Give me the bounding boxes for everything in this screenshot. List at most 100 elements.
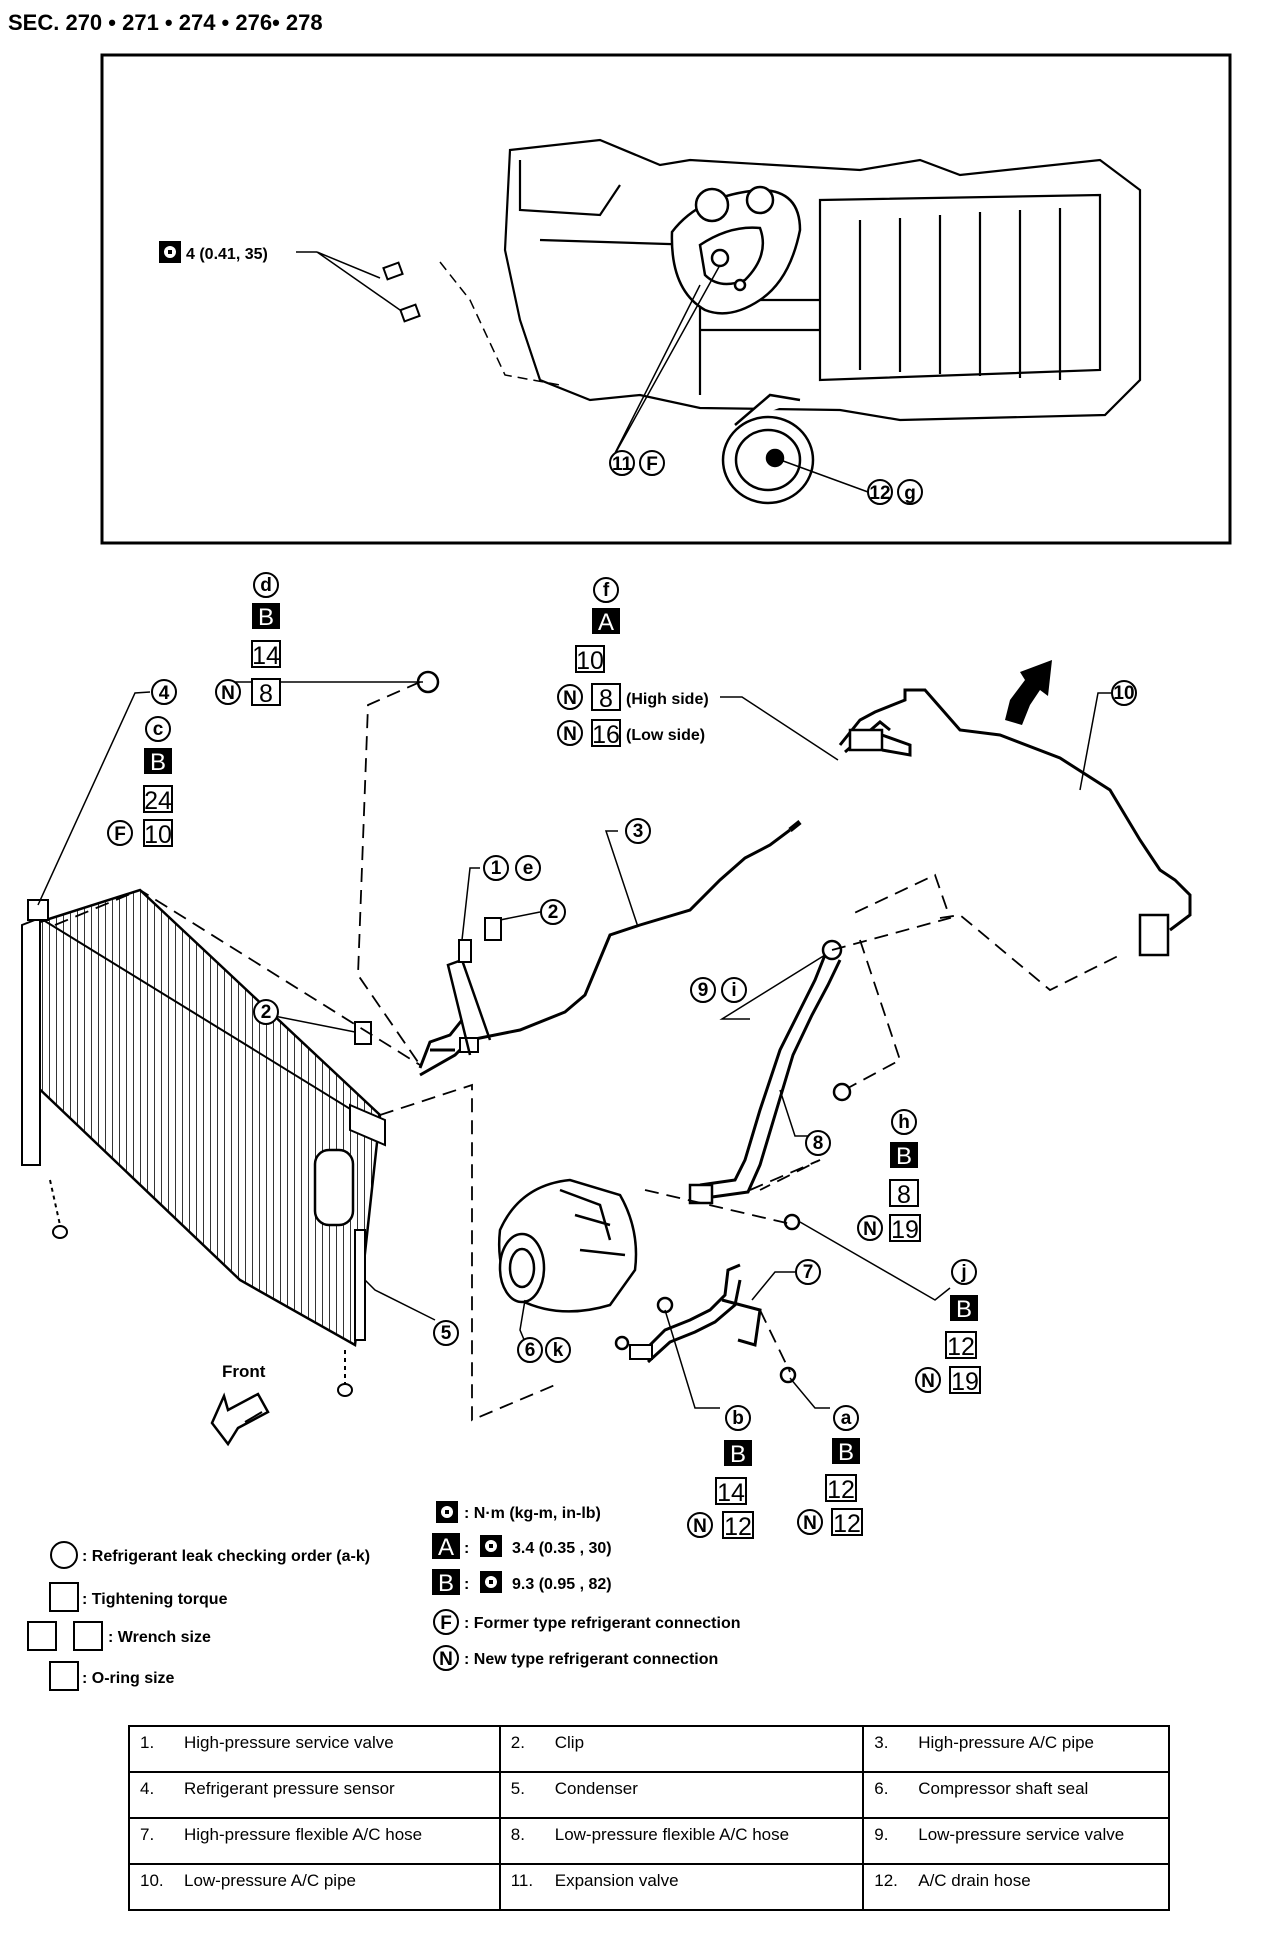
h-oring-type: N [863, 1219, 877, 1240]
evaporator-bolts [382, 261, 421, 323]
callout-f-group: f A 10 N 8 (High side) N 16 (Low side) [557, 577, 709, 749]
part-number: 9. [874, 1825, 889, 1844]
wrench-torque-icon [159, 241, 181, 263]
a-oring-type: N [803, 1513, 817, 1534]
letter-d: d [260, 575, 272, 596]
up-arrow-icon [1005, 660, 1052, 725]
legend-torque-icon [436, 1501, 458, 1523]
part-label: Low-pressure service valve [918, 1825, 1125, 1844]
part-number: 12. [874, 1871, 898, 1890]
f-high-type: N [563, 688, 577, 709]
part-number: 2. [510, 1733, 525, 1752]
svg-text::: : [464, 1540, 469, 1557]
part-number: 11. [510, 1871, 534, 1890]
hp-service-valve [458, 939, 472, 963]
legend-leak-order: : Refrigerant leak checking order (a-k) [82, 1548, 370, 1565]
pressure-sensor [27, 899, 49, 921]
part-label: Refrigerant pressure sensor [184, 1779, 395, 1798]
callout-h-group: h B 8 N 19 [857, 1109, 921, 1244]
part-number: 7. [140, 1825, 155, 1844]
low-pressure-flexible-hose [688, 939, 843, 1205]
h-oring: 19 [891, 1216, 919, 1244]
a-wrench: 12 [827, 1476, 855, 1504]
callout-b-group: b B 14 N 12 [687, 1405, 754, 1541]
condenser [21, 888, 386, 1397]
clip-2a [354, 1021, 372, 1045]
legend-b-torque-icon [480, 1571, 502, 1593]
legend-tightening: : Tightening torque [82, 1591, 228, 1608]
front-label: Front [222, 1362, 266, 1381]
part-number: 6. [874, 1779, 889, 1798]
d-oring: 8 [259, 680, 273, 708]
letter-j: j [960, 1262, 966, 1283]
callout-11: 11 [612, 454, 633, 475]
b-tool: B [730, 1441, 746, 1468]
h-tool: B [896, 1143, 912, 1170]
drain-hose [721, 393, 815, 505]
part-cell: 10.Low-pressure A/C pipe [128, 1863, 501, 1911]
part-label: Condenser [554, 1779, 638, 1798]
bolt-a [779, 1366, 797, 1384]
b-wrench: 14 [717, 1479, 745, 1507]
bolt-h [832, 1082, 852, 1102]
legend-b-value: 9.3 (0.95 , 82) [512, 1576, 612, 1593]
d-tool: B [258, 604, 274, 631]
inset-frame [100, 53, 1232, 545]
f-low: 16 [592, 721, 620, 749]
part-cell: 12.A/C drain hose [862, 1863, 1170, 1911]
callout-3: 3 [633, 821, 644, 842]
part-cell: 3.High-pressure A/C pipe [862, 1725, 1170, 1773]
evaporator-inset: 4 (0.41, 35) 11 F 12 g [100, 53, 1232, 545]
callout-9: 9 [698, 980, 709, 1001]
callout-2a: 2 [261, 1002, 272, 1023]
svg-text::: : [464, 1576, 469, 1593]
f-high: 8 [599, 685, 613, 713]
j-oring: 19 [951, 1368, 979, 1396]
section-title: SEC. 270 • 271 • 274 • 276• 278 [8, 10, 323, 35]
table-row: 7. High-pressure flexible A/C hose 8.Low-p… [128, 1817, 1170, 1865]
legend-oring: : O-ring size [82, 1670, 175, 1687]
f-low-note: (Low side) [626, 727, 705, 744]
legend-a-value: 3.4 (0.35 , 30) [512, 1540, 612, 1557]
legend-units: : N·m (kg-m, in-lb) [464, 1505, 601, 1522]
part-cell: 7. High-pressure flexible A/C hose [128, 1817, 501, 1865]
callout-4: 4 [159, 683, 170, 704]
h-wrench: 8 [897, 1181, 911, 1209]
letter-k: k [553, 1340, 564, 1361]
legend-a-tool: A [438, 1534, 454, 1561]
letter-i: i [731, 980, 736, 1001]
bolt-j [783, 1213, 801, 1231]
low-pressure-pipe [838, 688, 1192, 957]
symbol-legend: : N·m (kg-m, in-lb) A : 3.4 (0.35 , 30) … [27, 1501, 741, 1691]
leader-lines [37, 681, 1112, 1409]
expansion-valve [670, 185, 802, 315]
part-number: 3. [874, 1733, 889, 1752]
callout-c-group: 4 c B 24 F 10 [107, 679, 177, 849]
d-oring-type: N [221, 683, 235, 704]
legend-new: : New type refrigerant connection [464, 1651, 718, 1668]
part-cell: 5. Condenser [498, 1771, 865, 1819]
clip-2b [484, 917, 502, 941]
part-cell: 1.High-pressure service valve [128, 1725, 501, 1773]
high-pressure-flexible-hose [614, 1263, 762, 1364]
receiver-drier [313, 1148, 355, 1227]
callout-10: 10 [1113, 683, 1134, 704]
part-cell: 8.Low-pressure flexible A/C hose [498, 1817, 865, 1865]
callout-j-group: j B 12 N 19 [915, 1259, 981, 1396]
letter-c: c [153, 719, 164, 740]
part-label: High-pressure service valve [184, 1733, 394, 1752]
callout-a-group: a B 12 N 12 [797, 1405, 863, 1538]
part-label: High-pressure flexible A/C hose [184, 1825, 423, 1844]
c-oring: 10 [144, 821, 172, 849]
part-cell: 2.Clip [498, 1725, 865, 1773]
legend-former: : Former type refrigerant connection [464, 1615, 741, 1632]
callout-d-group: d B 14 N 8 [215, 572, 281, 708]
c-tool: B [150, 749, 166, 776]
f-low-type: N [563, 724, 577, 745]
part-number: 5. [510, 1779, 525, 1798]
part-label: Low-pressure A/C pipe [184, 1871, 356, 1890]
letter-f: f [603, 580, 610, 601]
